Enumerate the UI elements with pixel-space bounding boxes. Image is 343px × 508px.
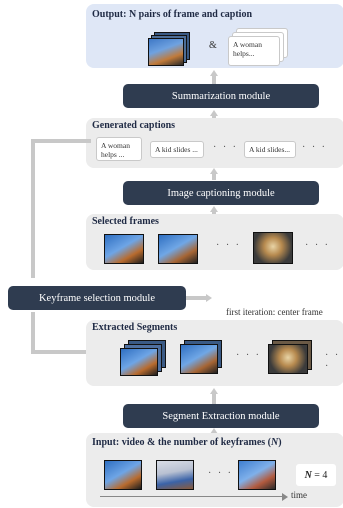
arrow-to-generated xyxy=(210,168,218,174)
connector-cap-gen xyxy=(212,172,216,180)
segment-extraction-module: Segment Extraction module xyxy=(123,404,319,428)
image-captioning-module: Image captioning module xyxy=(123,181,319,205)
selected-ellipsis-2: · · · xyxy=(305,240,330,251)
input-frame-2 xyxy=(156,460,194,490)
time-label: time xyxy=(291,490,307,500)
output-frame xyxy=(148,38,184,66)
n-variable: N xyxy=(304,469,312,481)
generated-captions-title: Generated captions xyxy=(92,120,176,131)
generated-caption-2: A kid slides ... xyxy=(150,141,204,158)
arrow-to-segment xyxy=(210,428,218,434)
ampersand: & xyxy=(209,40,217,51)
keyframe-selection-module: Keyframe selection module xyxy=(8,286,186,310)
input-title-prefix: Input: video & the number of keyframes ( xyxy=(92,437,271,448)
extracted-segments-title: Extracted Segments xyxy=(92,322,178,333)
input-ellipsis: · · · xyxy=(208,468,233,479)
segment-3-front xyxy=(268,344,308,374)
connector-seg-ext xyxy=(212,392,216,404)
selected-frames-title: Selected frames xyxy=(92,216,159,227)
output-panel xyxy=(86,4,343,68)
extracted-ellipsis-1: · · · xyxy=(236,350,261,361)
selected-frame-3 xyxy=(253,232,293,264)
loop-left-vertical xyxy=(31,139,35,278)
summarization-module: Summarization module xyxy=(123,84,319,108)
loop-top-horizontal xyxy=(31,139,91,143)
n-value: = 4 xyxy=(314,469,328,481)
time-arrowhead xyxy=(282,493,288,501)
loop-mid-horizontal xyxy=(186,296,208,300)
connector-summ-output xyxy=(212,74,216,84)
loop-lower-vertical xyxy=(31,312,35,354)
input-frame-1 xyxy=(104,460,142,490)
connector-sel-cap xyxy=(212,210,216,217)
generated-caption-1: A woman helps ... xyxy=(96,137,142,161)
arrow-to-extracted xyxy=(210,388,218,394)
selected-frame-2 xyxy=(158,234,198,264)
arrow-to-captioning xyxy=(210,206,218,212)
segment-1-front xyxy=(120,348,158,376)
segment-2-front xyxy=(180,344,218,374)
loop-bottom-horizontal xyxy=(31,350,87,354)
output-title: Output: N pairs of frame and caption xyxy=(92,9,253,20)
generated-caption-3: A kid slides... xyxy=(244,141,296,158)
arrow-keyframe-right xyxy=(206,294,212,302)
n-value-box: N = 4 xyxy=(296,464,336,486)
arrow-to-summarization xyxy=(210,110,218,116)
input-frame-3 xyxy=(238,460,276,490)
first-iteration-label: first iteration: center frame xyxy=(226,307,323,317)
generated-ellipsis-2: · · · xyxy=(302,142,327,153)
selected-ellipsis-1: · · · xyxy=(216,240,241,251)
output-caption: A woman helps... xyxy=(228,36,280,66)
generated-ellipsis-1: · · · xyxy=(213,142,238,153)
input-title-var: N xyxy=(270,437,279,448)
input-title: Input: video & the number of keyframes (… xyxy=(92,437,282,448)
input-title-suffix: ) xyxy=(278,437,282,448)
extracted-ellipsis-2: · · · xyxy=(325,350,341,372)
selected-frame-1 xyxy=(104,234,144,264)
arrow-to-output xyxy=(210,70,218,76)
time-axis xyxy=(100,496,284,497)
